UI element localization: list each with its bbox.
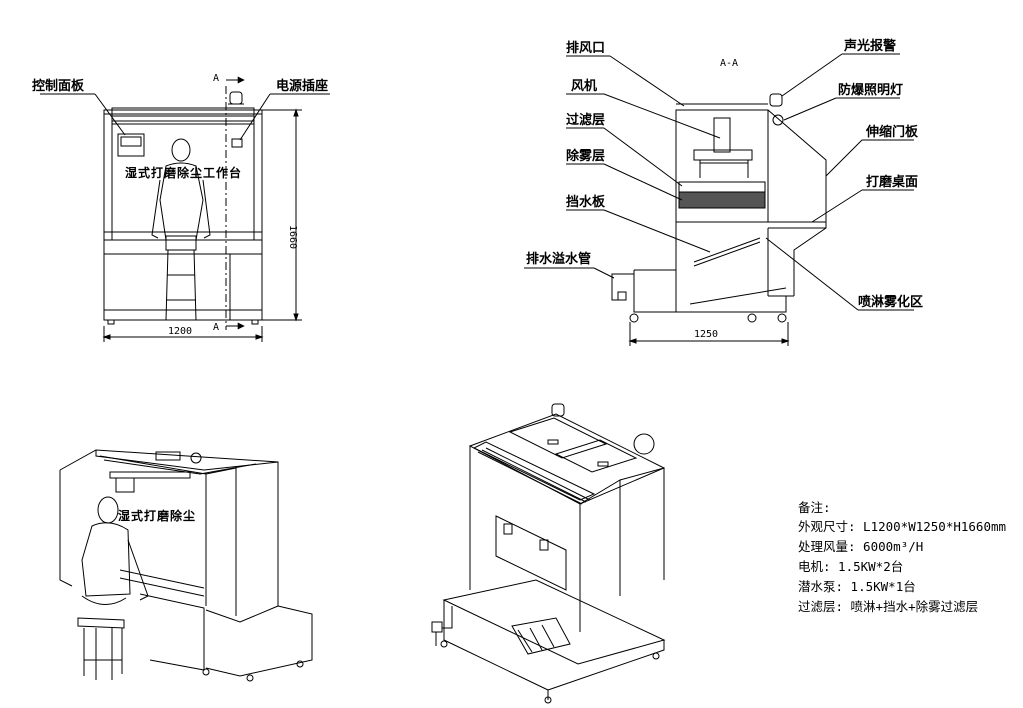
label-explosion-light: 防爆照明灯 [838, 82, 903, 98]
section-view-text: A-A 排风口 风机 过滤层 除雾层 挡水板 排水溢水管 声光报警 防爆照明灯 … [526, 38, 923, 340]
note-airflow: 处理风量: 6000m³/H [798, 539, 923, 554]
front-vent-slot [111, 107, 255, 117]
label-water-baffle: 挡水板 [566, 194, 606, 210]
note-filter: 过滤层: 喷淋+挡水+除雾过滤层 [798, 599, 978, 614]
dim-depth-1250: 1250 [694, 329, 718, 340]
front-view-text: 控制面板 电源插座 A A 湿式打磨除尘工作台 1200 1660 [32, 73, 328, 337]
section-title: A-A [720, 58, 738, 69]
label-exhaust-outlet: 排风口 [566, 40, 605, 56]
section-mark-top: A [213, 73, 219, 84]
notes-title: 备注: [798, 500, 831, 515]
note-pump: 潜水泵: 1.5KW*1台 [798, 579, 916, 594]
section-mark-bottom: A [213, 322, 219, 333]
dim-height-1660: 1660 [287, 225, 298, 249]
alarm-lamp-section [769, 93, 783, 107]
front-cabinet-outline [103, 109, 263, 321]
label-spray-zone: 喷淋雾化区 [858, 294, 923, 310]
iso-front-view [59, 449, 313, 682]
label-drain-pipe: 排水溢水管 [526, 251, 591, 267]
front-view [40, 76, 330, 342]
notes: 备注: 外观尺寸: L1200*W1250*H1660mm 处理风量: 6000… [798, 500, 1006, 614]
note-dimensions: 外观尺寸: L1200*W1250*H1660mm [798, 519, 1006, 534]
label-mist-layer: 除雾层 [566, 148, 605, 164]
dim-width-1200: 1200 [168, 326, 192, 337]
label-filter-layer: 过滤层 [566, 112, 605, 128]
control-panel-box [117, 133, 145, 157]
label-retractable-door: 伸缩门板 [865, 124, 919, 140]
iso-rear-view [431, 403, 666, 704]
fan [713, 117, 731, 153]
explosion-proof-light [772, 114, 784, 126]
power-socket [231, 138, 243, 148]
section-view [524, 53, 914, 346]
iso-front-text: 湿式打磨除尘 [118, 508, 196, 523]
note-motor: 电机: 1.5KW*2台 [798, 559, 903, 574]
iso-panel-text: 湿式打磨除尘 [118, 508, 196, 523]
alarm-lamp [229, 91, 243, 105]
label-grinding-table: 打磨桌面 [866, 174, 918, 190]
label-alarm: 声光报警 [843, 38, 896, 54]
mist-layer [678, 191, 766, 209]
label-control-panel: 控制面板 [32, 78, 85, 94]
label-fan: 风机 [571, 78, 597, 94]
operator-figure [151, 138, 211, 321]
filter-layer [678, 181, 766, 193]
front-panel-text: 湿式打磨除尘工作台 [125, 165, 242, 180]
label-power-socket: 电源插座 [276, 78, 328, 94]
